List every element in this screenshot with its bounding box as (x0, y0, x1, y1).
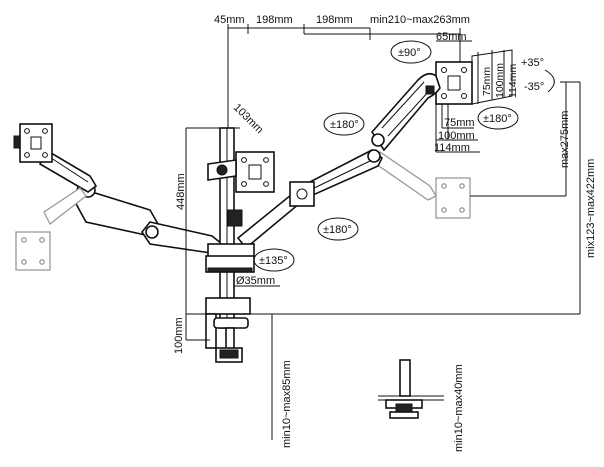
grommet-mount (378, 359, 444, 419)
dim-grommet-range: min10~max40mm (453, 364, 465, 452)
vesa-plate-left (13, 123, 53, 163)
tilt-plus-35: +35° (521, 57, 544, 69)
desk-clamp (205, 297, 251, 363)
rotation-180-right-icon: ±180° (477, 106, 519, 130)
dim-vesa-114mm-h: 114mm (434, 142, 470, 154)
dim-198mm-a: 198mm (256, 14, 293, 26)
dim-diameter-35mm: Ø35mm (236, 275, 275, 287)
rot-180-mid: ±180° (323, 224, 352, 236)
left-arm (15, 148, 223, 271)
rotation-135-icon: ±135° (253, 248, 295, 272)
rot-180-right: ±180° (483, 113, 512, 125)
dim-vesa-100mm-h: 100mm (438, 130, 475, 142)
dim-clamp-range: min10~max85mm (281, 360, 293, 448)
dim-max-275mm: max275mm (559, 111, 571, 168)
top-dimension-lines (227, 24, 461, 132)
dim-vesa-114mm-v: 114mm (507, 64, 519, 98)
dim-vesa-75mm-h: 75mm (444, 117, 475, 129)
dim-100mm: 100mm (173, 317, 185, 354)
dim-vesa-100mm-v: 100mm (494, 63, 506, 98)
dim-45mm: 45mm (214, 14, 245, 26)
dim-height-range: mix123~max422mm (585, 159, 597, 258)
dim-448mm: 448mm (175, 173, 187, 210)
right-gas-arm (370, 72, 471, 219)
rot-180-top: ±180° (330, 119, 359, 131)
tilt-minus-35: -35° (524, 81, 544, 93)
right-forearm (236, 149, 384, 250)
rotation-180-top-icon: ±180° (323, 112, 365, 136)
tilt-arc (544, 69, 555, 93)
rotation-180-mid-icon: ±180° (317, 217, 359, 241)
rot-90: ±90° (398, 47, 421, 59)
pole-collar (205, 209, 255, 273)
rotation-90-icon: ±90° (390, 40, 432, 64)
dim-min-max-reach: min210~max263mm (370, 14, 470, 26)
dim-vesa-75mm-v: 75mm (481, 67, 493, 96)
rot-135: ±135° (259, 255, 288, 267)
dim-vesa-65mm: 65mm (436, 31, 467, 43)
dim-198mm-b: 198mm (316, 14, 353, 26)
dim-103mm: 103mm (231, 102, 265, 136)
vesa-plate-center (207, 151, 275, 193)
